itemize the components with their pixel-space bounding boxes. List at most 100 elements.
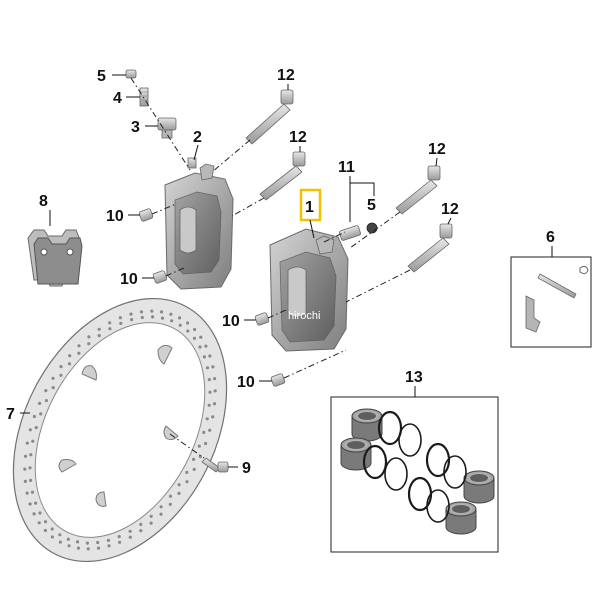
caliper-bolt-1: [245, 89, 294, 145]
disc-hole: [208, 390, 212, 394]
disc-hole: [30, 490, 35, 494]
piston-kit-box: [330, 396, 499, 553]
disc-hole: [23, 479, 27, 483]
disc-hole: [43, 520, 48, 524]
disc-hole: [29, 453, 33, 457]
disc-hole: [185, 480, 189, 484]
disc-hole: [193, 327, 197, 332]
disc-hole: [207, 378, 211, 382]
disc-hole: [118, 316, 122, 320]
watermark-text: hirochi: [288, 310, 320, 322]
disc-hole: [67, 362, 72, 366]
disc-hole: [25, 491, 29, 495]
disc-hole: [44, 389, 48, 393]
brake-caliper-front: hirochi: [269, 228, 349, 352]
disc-hole: [198, 345, 202, 349]
disc-hole: [128, 535, 132, 539]
disc-hole: [66, 537, 70, 541]
disc-hole: [28, 428, 32, 432]
disc-hole: [149, 521, 153, 525]
disc-hole: [97, 327, 101, 331]
disc-hole: [39, 412, 43, 416]
disc-hole: [29, 478, 33, 482]
piston: [445, 501, 477, 535]
disc-hole: [59, 373, 63, 377]
disc-hole: [213, 377, 217, 381]
disc-hole: [159, 505, 163, 509]
disc-hole: [32, 414, 37, 419]
callout-2: 2: [193, 129, 202, 146]
disc-hole: [44, 399, 49, 403]
disc-hole: [178, 323, 182, 327]
disc-hole: [43, 528, 48, 533]
disc-hole: [77, 351, 81, 355]
pin-kit-box: [510, 256, 592, 348]
caliper-bolt-2: [259, 151, 306, 201]
disc-hole: [151, 315, 155, 319]
callout-6: 6: [546, 229, 555, 246]
disc-hole: [87, 335, 91, 339]
disc-hole: [76, 546, 80, 550]
disc-hole: [149, 514, 153, 518]
disc-hole: [38, 401, 42, 405]
disc-hole: [37, 521, 41, 525]
disc-hole: [96, 546, 101, 550]
disc-hole: [106, 538, 110, 543]
caliper-bolt-3: [395, 165, 441, 215]
disc-hole: [75, 540, 80, 544]
disc-hole: [96, 540, 100, 545]
callout-3: 3: [131, 119, 140, 136]
disc-hole: [192, 457, 196, 461]
disc-hole: [160, 316, 165, 320]
disc-hole: [177, 483, 181, 487]
seal-ring: [426, 489, 450, 523]
disc-hole: [177, 491, 181, 495]
callout-12-d: 12: [441, 201, 459, 218]
disc-hole: [117, 535, 121, 539]
disc-hole: [34, 501, 38, 505]
callout-10-d: 10: [237, 374, 255, 391]
disc-hole: [28, 502, 32, 506]
disc-hole: [31, 439, 35, 443]
disc-hole: [168, 494, 173, 498]
disc-hole: [139, 522, 143, 527]
disc-hole: [139, 529, 143, 533]
disc-hole: [58, 533, 62, 537]
callout-4: 4: [113, 90, 122, 107]
disc-hole: [128, 529, 132, 533]
disc-hole: [170, 319, 174, 323]
callout-10-a: 10: [106, 208, 124, 225]
disc-hole: [202, 355, 206, 359]
callout-8: 8: [39, 193, 48, 210]
disc-hole: [186, 321, 190, 325]
disc-hole: [150, 309, 154, 313]
callout-12-c: 12: [428, 141, 446, 158]
callout-12-b: 12: [289, 129, 307, 146]
disc-hole: [86, 547, 90, 551]
disc-carrier-tabs: [58, 344, 179, 507]
disc-hole: [208, 354, 212, 358]
seal-ring: [443, 455, 467, 489]
leader-lines: [20, 74, 553, 468]
disc-hole: [50, 527, 54, 531]
disc-hole: [107, 544, 111, 548]
disc-hole: [207, 403, 211, 407]
disc-hole: [139, 310, 144, 314]
seal-ring: [362, 444, 388, 480]
disc-hole: [25, 441, 29, 445]
disc-hole: [202, 430, 206, 434]
disc-hole: [50, 535, 55, 539]
disc-hole: [130, 318, 134, 322]
disc-hole: [77, 344, 81, 348]
disc-hole: [119, 321, 123, 325]
piston-kit-parts: [340, 408, 495, 535]
disc-hole: [32, 512, 36, 516]
disc-hole: [51, 376, 55, 380]
disc-hole: [186, 329, 190, 333]
disc-hole: [197, 444, 201, 448]
callout-labels: 5 4 3 2 12 12 12 12 11 5 1 8 10 10 10 10…: [6, 67, 555, 477]
seal-ring: [377, 410, 403, 446]
brake-pads: [27, 229, 83, 287]
disc-hole: [159, 512, 163, 516]
